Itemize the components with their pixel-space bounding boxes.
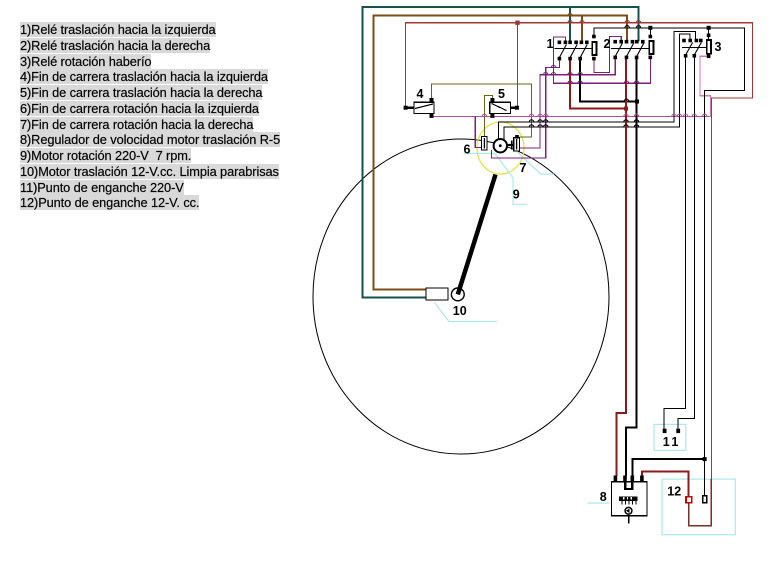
svg-text:1: 1 xyxy=(547,37,554,51)
svg-text:7: 7 xyxy=(520,161,527,175)
svg-text:6: 6 xyxy=(464,142,471,156)
svg-text:3: 3 xyxy=(715,40,722,54)
svg-text:9: 9 xyxy=(513,187,520,201)
svg-text:11: 11 xyxy=(663,435,681,449)
svg-text:10: 10 xyxy=(453,304,467,318)
svg-text:4: 4 xyxy=(417,87,424,101)
svg-text:2: 2 xyxy=(604,37,611,51)
svg-text:8: 8 xyxy=(600,490,607,504)
svg-text:12: 12 xyxy=(667,485,681,499)
svg-text:5: 5 xyxy=(498,87,505,101)
